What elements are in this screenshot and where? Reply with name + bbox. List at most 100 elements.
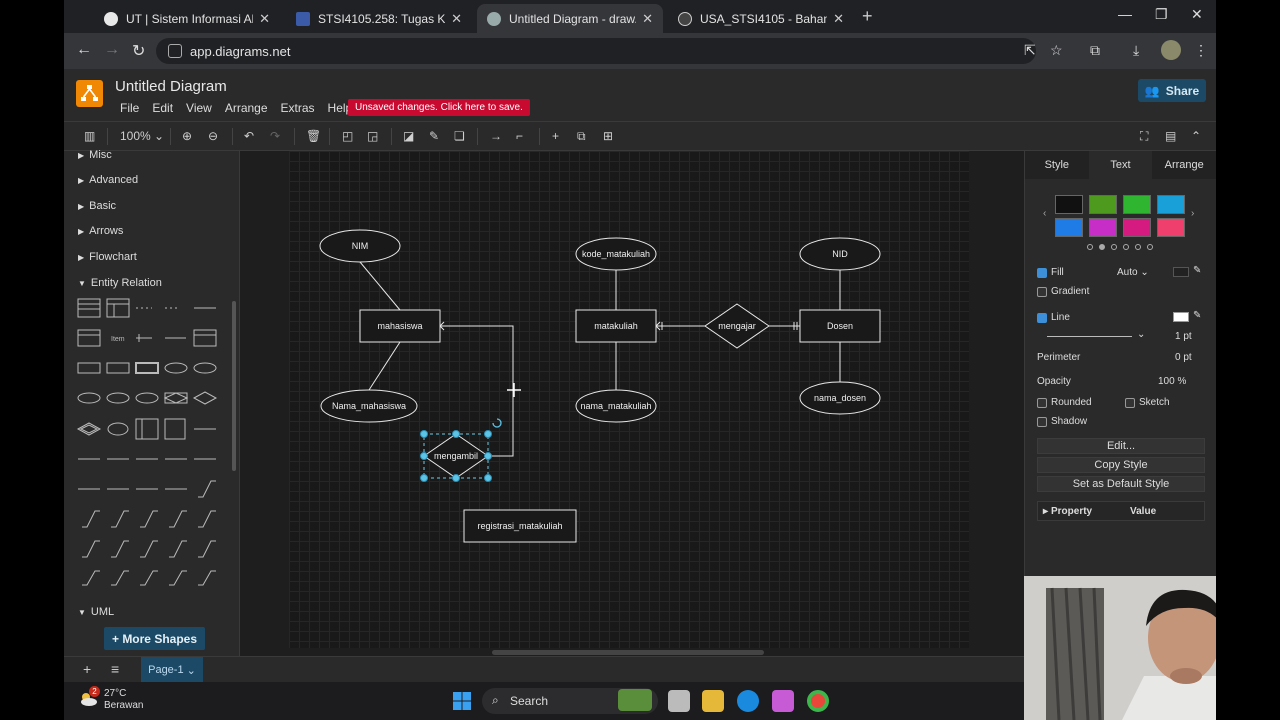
shadow-icon[interactable]: ❏ xyxy=(454,129,465,143)
shadow-checkbox[interactable]: Shadow xyxy=(1037,416,1087,427)
waypoints-icon[interactable]: ⌐ xyxy=(516,129,524,143)
weather-cloud-icon[interactable] xyxy=(78,689,98,709)
menu-help[interactable]: Help xyxy=(327,101,353,115)
swatch-dark-green[interactable] xyxy=(1089,195,1117,214)
extensions-icon[interactable]: ⧉ xyxy=(1090,42,1100,58)
fill-edit-icon[interactable]: ✎ xyxy=(1193,265,1202,276)
format-toggle-icon[interactable]: ▤ xyxy=(1165,129,1177,143)
maximize-icon[interactable]: ❐ xyxy=(1155,6,1168,22)
swatch-magenta[interactable] xyxy=(1123,218,1151,237)
gradient-checkbox[interactable]: Gradient xyxy=(1037,286,1089,297)
format-panel-toggle-icon[interactable]: ▥ xyxy=(84,129,96,143)
add-page-icon[interactable]: + xyxy=(83,661,92,677)
fill-dropdown[interactable]: Auto ⌄ xyxy=(1117,267,1149,278)
copy-style-button[interactable]: Copy Style xyxy=(1037,457,1205,473)
windows-start-icon[interactable] xyxy=(452,691,472,711)
more-shapes-button[interactable]: + More Shapes xyxy=(104,627,205,650)
swatch-next-icon[interactable]: › xyxy=(1191,208,1195,219)
sidebar-scrollbar[interactable] xyxy=(232,301,236,471)
close-tab-icon[interactable]: ✕ xyxy=(642,10,653,26)
menu-extras[interactable]: Extras xyxy=(280,101,315,115)
property-table-header[interactable]: ▸ Property Value xyxy=(1037,501,1205,521)
site-info-icon[interactable] xyxy=(168,44,182,58)
file-explorer-icon[interactable] xyxy=(702,690,724,712)
opacity-field[interactable]: 100 % xyxy=(1158,376,1187,387)
swatch-black[interactable] xyxy=(1055,195,1083,214)
undo-icon[interactable]: ↶ xyxy=(244,129,255,143)
rounded-checkbox[interactable]: Rounded xyxy=(1037,397,1092,408)
selection-handles[interactable] xyxy=(420,418,502,482)
url-field[interactable]: app.diagrams.net xyxy=(156,38,1036,64)
swatch-prev-icon[interactable]: ‹ xyxy=(1043,208,1047,219)
browser-tab-2[interactable]: STSI4105.258: Tugas Ke 1 | Elea ✕ xyxy=(286,4,472,33)
close-tab-icon[interactable]: ✕ xyxy=(451,10,462,26)
zoom-out-icon[interactable]: ⊖ xyxy=(208,129,219,143)
swatch-pager[interactable] xyxy=(1087,244,1153,250)
new-tab-icon[interactable]: + xyxy=(862,6,873,26)
table-icon[interactable]: ⊞ xyxy=(603,129,614,143)
section-misc[interactable]: ▶Misc xyxy=(78,149,112,161)
line-color-icon[interactable]: ✎ xyxy=(429,129,440,143)
menu-view[interactable]: View xyxy=(186,101,212,115)
profile-avatar[interactable] xyxy=(1161,40,1181,60)
line-color-picker[interactable] xyxy=(1173,312,1189,322)
edge-browser-icon[interactable] xyxy=(737,690,759,712)
minimize-icon[interactable]: — xyxy=(1118,6,1132,22)
browser-tab-3-active[interactable]: Untitled Diagram - draw.io ✕ xyxy=(477,4,663,33)
section-advanced[interactable]: ▶Advanced xyxy=(78,174,139,186)
menu-arrange[interactable]: Arrange xyxy=(224,101,268,115)
delete-icon[interactable]: 🗑 xyxy=(306,129,322,143)
redo-icon[interactable]: ↷ xyxy=(270,129,281,143)
line-checkbox[interactable]: Line xyxy=(1037,312,1070,323)
tab-style[interactable]: Style xyxy=(1025,151,1089,179)
browser-tab-4[interactable]: USA_STSI4105 - Bahan Tuton - ✕ xyxy=(668,4,854,33)
line-edit-icon[interactable]: ✎ xyxy=(1193,310,1202,321)
canvas-horizontal-scrollbar[interactable] xyxy=(492,650,764,655)
expand-icon[interactable]: ▸ xyxy=(1043,506,1049,517)
section-flowchart[interactable]: ▶Flowchart xyxy=(78,251,137,263)
perimeter-field[interactable]: 0 pt xyxy=(1175,352,1192,363)
document-title[interactable]: Untitled Diagram xyxy=(115,78,227,95)
diagram-canvas[interactable]: NIM mahasiswa Nama_mahasiswa kode_mataku… xyxy=(240,151,1024,656)
line-width-field[interactable]: 1 pt xyxy=(1175,331,1192,342)
bookmark-star-icon[interactable]: ☆ xyxy=(1050,42,1063,58)
swatch-pink[interactable] xyxy=(1157,218,1185,237)
swatch-green[interactable] xyxy=(1123,195,1151,214)
drawing-page[interactable]: NIM mahasiswa Nama_mahasiswa kode_mataku… xyxy=(289,151,969,648)
to-back-icon[interactable]: ◲ xyxy=(367,129,379,143)
download-icon[interactable]: ⤓ xyxy=(1133,42,1140,58)
browser-tab-1[interactable]: UT | Sistem Informasi Akademik ✕ xyxy=(94,4,280,33)
line-style-dropdown[interactable] xyxy=(1047,336,1132,337)
copilot-icon[interactable] xyxy=(772,690,794,712)
menu-file[interactable]: File xyxy=(120,101,140,115)
weather-widget[interactable]: 27°C Berawan xyxy=(104,688,144,711)
zoom-in-icon[interactable]: ⊕ xyxy=(182,129,193,143)
menu-edit[interactable]: Edit xyxy=(152,101,174,115)
line-style-chevron-icon[interactable]: ⌄ xyxy=(1137,329,1146,340)
tab-arrange[interactable]: Arrange xyxy=(1152,151,1216,179)
sketch-checkbox[interactable]: Sketch xyxy=(1125,397,1170,408)
zoom-dropdown[interactable]: 100% ⌄ xyxy=(120,129,165,143)
back-icon[interactable]: ← xyxy=(76,41,92,58)
tab-text[interactable]: Text xyxy=(1088,151,1153,179)
connection-icon[interactable]: → xyxy=(490,129,502,143)
unsaved-changes-button[interactable]: Unsaved changes. Click here to save. xyxy=(348,99,530,116)
browser-menu-icon[interactable]: ⋮ xyxy=(1194,42,1208,58)
section-entity-relation[interactable]: ▼Entity Relation xyxy=(78,277,162,289)
section-uml[interactable]: ▼UML xyxy=(78,606,115,618)
page-tab-page-1[interactable]: Page-1 ⌄ xyxy=(141,657,203,683)
install-app-icon[interactable]: ⇱ xyxy=(1024,42,1036,58)
pages-menu-icon[interactable]: ≡ xyxy=(111,661,120,677)
reload-icon[interactable]: ↻ xyxy=(132,43,146,60)
close-tab-icon[interactable]: ✕ xyxy=(259,10,270,26)
swatch-purple[interactable] xyxy=(1089,218,1117,237)
swatch-blue[interactable] xyxy=(1055,218,1083,237)
forward-icon[interactable]: → xyxy=(104,41,120,58)
share-button[interactable]: 👥 Share xyxy=(1138,79,1206,102)
section-basic[interactable]: ▶Basic xyxy=(78,200,117,212)
fullscreen-icon[interactable]: ⛶ xyxy=(1140,129,1149,143)
close-tab-icon[interactable]: ✕ xyxy=(833,10,844,26)
fill-color-icon[interactable]: ◪ xyxy=(403,129,415,143)
fill-checkbox[interactable]: Fill xyxy=(1037,267,1064,278)
close-window-icon[interactable]: ✕ xyxy=(1191,6,1203,22)
